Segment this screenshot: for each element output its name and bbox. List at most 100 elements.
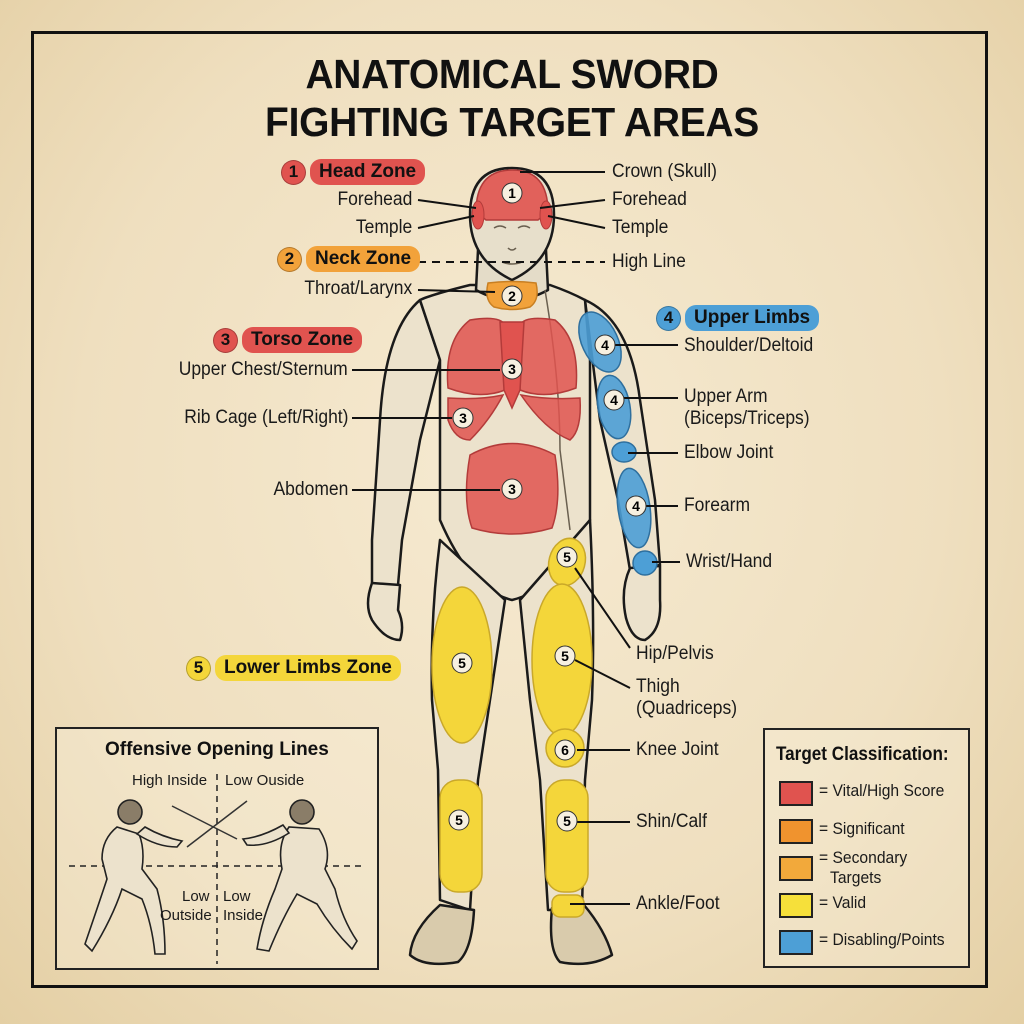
marker-head: 1 bbox=[501, 182, 523, 204]
left-fencer-body bbox=[84, 826, 166, 955]
right-temple-zone bbox=[539, 200, 553, 230]
zone-neck-number: 2 bbox=[277, 246, 302, 272]
svg-text:6: 6 bbox=[561, 742, 569, 758]
right-fencer-mask bbox=[289, 799, 315, 825]
label-shin: Shin/Calf bbox=[636, 811, 707, 832]
zone-neck-label: Neck Zone bbox=[306, 246, 421, 272]
label-low-outside-1: Low bbox=[182, 888, 210, 905]
right-hand bbox=[622, 564, 662, 642]
swatch-disabling bbox=[779, 930, 813, 955]
label-low-inside-2: Inside bbox=[223, 907, 264, 924]
rib-zone-right bbox=[519, 393, 582, 441]
fencers-illustration bbox=[69, 774, 365, 964]
zone-upper-limbs: 4 Upper Limbs bbox=[656, 305, 820, 331]
marker-upper-arm: 4 bbox=[603, 389, 625, 411]
svg-text:4: 4 bbox=[601, 337, 609, 353]
svg-text:2: 2 bbox=[508, 288, 516, 304]
zone-torso-label: Torso Zone bbox=[242, 327, 363, 353]
zone-head-number: 1 bbox=[281, 159, 306, 185]
swatch-valid bbox=[779, 893, 813, 918]
svg-text:5: 5 bbox=[455, 812, 463, 828]
zone-torso: 3 Torso Zone bbox=[213, 327, 363, 353]
opening-lines-title: Offensive Opening Lines bbox=[105, 739, 329, 760]
label-throat: Throat/Larynx bbox=[304, 278, 412, 299]
title-line-2: FIGHTING TARGET AREAS bbox=[265, 99, 759, 145]
label-forearm: Forearm bbox=[684, 495, 751, 516]
marker-chest: 3 bbox=[501, 358, 523, 380]
ankle-zone bbox=[551, 894, 585, 918]
svg-text:1: 1 bbox=[508, 185, 516, 201]
chest-zone-left bbox=[446, 317, 506, 396]
chest-zone-right bbox=[519, 317, 578, 396]
rib-zone-left bbox=[447, 393, 505, 441]
label-hip: Hip/Pelvis bbox=[636, 643, 714, 664]
marker-shoulder: 4 bbox=[594, 334, 616, 356]
svg-text:5: 5 bbox=[458, 655, 466, 671]
marker-left-thigh: 5 bbox=[451, 652, 473, 674]
label-thigh: Thigh bbox=[636, 676, 680, 697]
label-temple-left: Temple bbox=[355, 217, 412, 238]
marker-abdomen: 3 bbox=[501, 478, 523, 500]
svg-text:3: 3 bbox=[508, 361, 516, 377]
label-low-outside-2: Outside bbox=[160, 907, 212, 924]
legend-item-secondary: = Secondary Targets bbox=[779, 848, 915, 888]
svg-text:5: 5 bbox=[563, 549, 571, 565]
opening-lines-panel: Offensive Opening Lines High Inside Low … bbox=[55, 727, 379, 970]
marker-forearm: 4 bbox=[625, 495, 647, 517]
svg-text:3: 3 bbox=[508, 481, 516, 497]
label-temple-right: Temple bbox=[612, 217, 669, 238]
legend-panel: Target Classification: = Vital/High Scor… bbox=[763, 728, 970, 968]
zone-head-label: Head Zone bbox=[310, 159, 426, 185]
zone-upper-limbs-number: 4 bbox=[656, 305, 681, 331]
marker-hip: 5 bbox=[556, 546, 578, 568]
legend-item-vital: = Vital/High Score bbox=[779, 781, 955, 806]
label-upper-arm-sub: (Biceps/Triceps) bbox=[684, 408, 810, 429]
svg-text:5: 5 bbox=[563, 813, 571, 829]
zone-lower-limbs-label: Lower Limbs Zone bbox=[215, 655, 401, 681]
svg-text:4: 4 bbox=[610, 392, 618, 408]
poster-title: ANATOMICAL SWORD FIGHTING TARGET AREAS bbox=[26, 50, 999, 146]
marker-left-shin: 5 bbox=[448, 809, 470, 831]
label-high-inside: High Inside bbox=[132, 772, 208, 789]
svg-text:5: 5 bbox=[561, 648, 569, 664]
marker-ribs: 3 bbox=[452, 407, 474, 429]
label-forehead-left: Forehead bbox=[337, 189, 412, 210]
swatch-secondary bbox=[779, 856, 813, 881]
swatch-vital bbox=[779, 781, 813, 806]
label-rib-cage: Rib Cage (Left/Right) bbox=[183, 407, 348, 428]
left-shin-zone bbox=[439, 779, 483, 893]
label-upper-chest: Upper Chest/Sternum bbox=[178, 359, 348, 380]
label-upper-arm: Upper Arm bbox=[684, 386, 768, 407]
label-elbow: Elbow Joint bbox=[684, 442, 774, 463]
left-hand bbox=[366, 581, 404, 642]
zone-head: 1 Head Zone bbox=[281, 159, 426, 185]
legend-item-valid: = Valid bbox=[779, 893, 870, 918]
right-shoe bbox=[549, 903, 614, 966]
marker-right-thigh: 5 bbox=[554, 645, 576, 667]
label-crown: Crown (Skull) bbox=[612, 161, 717, 182]
right-fencer-arm bbox=[241, 823, 291, 847]
label-shoulder: Shoulder/Deltoid bbox=[684, 335, 814, 356]
title-line-1: ANATOMICAL SWORD bbox=[305, 51, 719, 97]
legend-title: Target Classification: bbox=[776, 744, 949, 765]
label-thigh-sub: (Quadriceps) bbox=[636, 698, 738, 719]
swatch-significant bbox=[779, 819, 813, 844]
label-ankle: Ankle/Foot bbox=[636, 893, 720, 914]
zone-lower-limbs-number: 5 bbox=[186, 655, 211, 681]
legend-item-disabling: = Disabling/Points bbox=[779, 930, 956, 955]
left-fencer-arm bbox=[135, 826, 184, 848]
label-forehead-right: Forehead bbox=[612, 189, 687, 210]
svg-text:4: 4 bbox=[632, 498, 640, 514]
label-knee: Knee Joint bbox=[636, 739, 719, 760]
marker-neck: 2 bbox=[501, 285, 523, 307]
zone-lower-limbs: 5 Lower Limbs Zone bbox=[186, 655, 401, 681]
marker-knee: 6 bbox=[554, 739, 576, 761]
label-low-inside-1: Low bbox=[223, 888, 251, 905]
label-wrist: Wrist/Hand bbox=[686, 551, 773, 572]
zone-torso-number: 3 bbox=[213, 327, 238, 353]
label-low-ouside: Low Ouside bbox=[225, 772, 305, 789]
zone-upper-limbs-label: Upper Limbs bbox=[685, 305, 820, 331]
svg-text:3: 3 bbox=[459, 410, 467, 426]
left-fencer-mask bbox=[117, 799, 143, 825]
